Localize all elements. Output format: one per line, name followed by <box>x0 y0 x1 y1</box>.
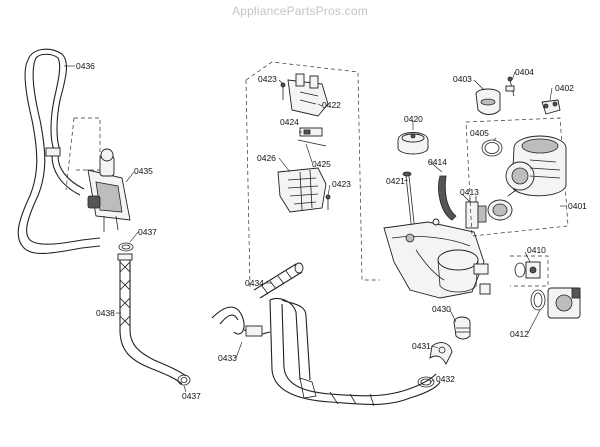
label-0430: 0430 <box>432 304 451 314</box>
hose-0438[interactable] <box>117 253 187 385</box>
label-0438: 0438 <box>96 308 115 318</box>
cap-0420[interactable] <box>397 132 429 155</box>
label-0405: 0405 <box>470 128 489 138</box>
label-0423-upper: 0423 <box>258 74 277 84</box>
sump-base[interactable] <box>383 218 491 299</box>
label-0436: 0436 <box>76 61 95 71</box>
label-0437-upper: 0437 <box>138 227 157 237</box>
group-outline-0410 <box>510 255 549 287</box>
valve-0413[interactable] <box>465 196 487 229</box>
gasket-0405[interactable] <box>481 139 503 157</box>
label-0403: 0403 <box>453 74 472 84</box>
ring-0410[interactable] <box>514 261 541 279</box>
hose-0434[interactable] <box>253 262 304 299</box>
label-0412: 0412 <box>510 329 529 339</box>
watermark-text: AppliancePartsPros.com <box>232 4 368 18</box>
basket-0426[interactable] <box>277 167 327 213</box>
drain-pump-0412[interactable] <box>530 287 581 319</box>
pump-0401[interactable] <box>487 135 567 221</box>
label-0425: 0425 <box>312 159 331 169</box>
label-0420: 0420 <box>404 114 423 124</box>
drain-hose-0436[interactable] <box>17 48 101 254</box>
label-0435: 0435 <box>134 166 153 176</box>
label-0410: 0410 <box>527 245 546 255</box>
label-0437-lower: 0437 <box>182 391 201 401</box>
group-outline-0401 <box>465 117 569 237</box>
label-0426: 0426 <box>257 153 276 163</box>
label-0423-lower: 0423 <box>332 179 351 189</box>
label-0432: 0432 <box>436 374 455 384</box>
group-outline-center <box>245 61 380 281</box>
clamp-0437-upper[interactable] <box>118 242 134 252</box>
label-0422: 0422 <box>322 100 341 110</box>
bracket-0422[interactable] <box>287 73 329 117</box>
group-outline-0435-b <box>65 117 75 191</box>
filter-0430[interactable] <box>453 316 471 340</box>
elbow-0431[interactable] <box>429 342 453 366</box>
label-0402: 0402 <box>555 83 574 93</box>
screw-0423-upper[interactable] <box>280 82 286 100</box>
label-0414: 0414 <box>428 157 447 167</box>
label-0404: 0404 <box>515 67 534 77</box>
group-outline-center-b <box>245 79 251 289</box>
screw-0423-lower[interactable] <box>325 194 331 210</box>
label-0413: 0413 <box>460 187 479 197</box>
clamp-0432[interactable] <box>417 376 435 388</box>
group-outline-0435 <box>74 117 101 171</box>
part-0435[interactable] <box>87 148 131 232</box>
clip-0402[interactable] <box>541 99 561 115</box>
label-0433: 0433 <box>218 353 237 363</box>
clamp-0437-lower[interactable] <box>177 374 191 386</box>
leader-lines <box>64 65 567 393</box>
rod-0421[interactable] <box>402 171 416 233</box>
label-0421: 0421 <box>386 176 405 186</box>
label-0431: 0431 <box>412 341 431 351</box>
label-0434: 0434 <box>245 278 264 288</box>
label-0401: 0401 <box>568 201 587 211</box>
hose-0433[interactable] <box>211 297 441 407</box>
latch-0414[interactable] <box>438 175 457 221</box>
clip-0424[interactable] <box>297 127 327 147</box>
part-0403[interactable] <box>475 88 501 115</box>
label-0424: 0424 <box>280 117 299 127</box>
screw-0404[interactable] <box>505 76 515 97</box>
